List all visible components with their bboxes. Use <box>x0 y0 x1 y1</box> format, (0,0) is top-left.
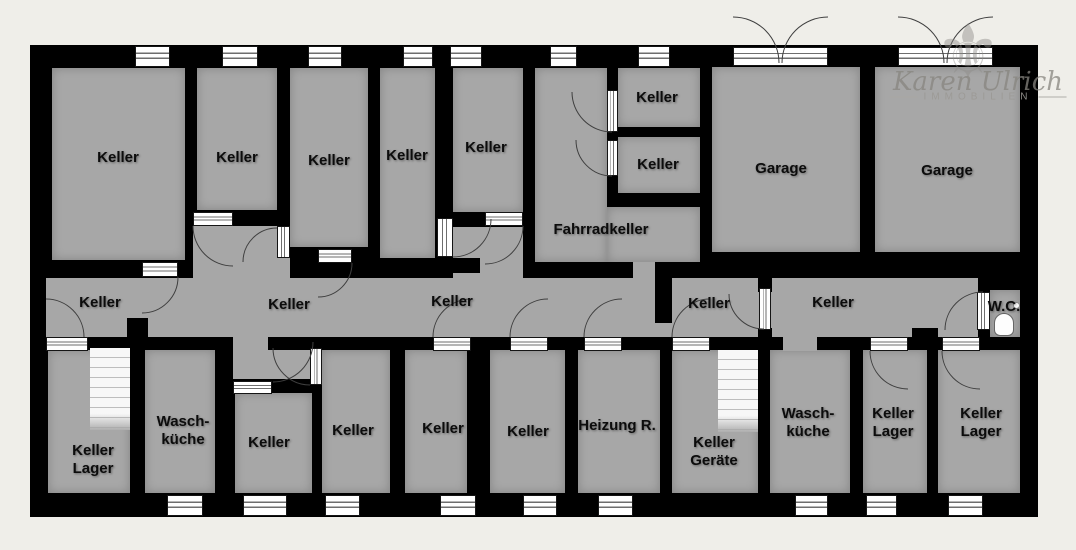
room-label-keller-lager: Keller Lager <box>872 405 914 440</box>
room-keller-top-3 <box>290 68 368 247</box>
room-label-waschkueche: Wasch-küche <box>781 405 835 440</box>
room-label-fahrradkeller: Fahrradkeller <box>553 221 649 238</box>
room-label-keller: Keller <box>248 434 290 451</box>
staircase-west <box>90 348 130 430</box>
window <box>550 46 577 67</box>
wall <box>127 318 148 340</box>
room-label-keller: Keller <box>386 147 428 164</box>
wall <box>758 328 772 337</box>
window <box>135 46 170 67</box>
room-keller-top-5 <box>453 68 523 212</box>
wall <box>453 258 480 273</box>
door <box>510 337 548 351</box>
room-keller-small-1 <box>618 68 700 127</box>
room-label-keller: Keller <box>422 420 464 437</box>
window <box>222 46 258 67</box>
door <box>310 348 322 385</box>
room-label-keller: Keller <box>507 423 549 440</box>
room-label-keller: Keller <box>268 296 310 313</box>
room-keller-bottom-4 <box>490 350 565 493</box>
room-label-wc: W.C. <box>987 298 1021 315</box>
room-label-keller: Keller <box>97 149 139 166</box>
door <box>942 337 980 351</box>
room-keller-top-2 <box>197 68 277 210</box>
door <box>318 249 352 263</box>
room-waschkueche-1 <box>145 350 215 493</box>
room-garage-2 <box>875 67 1020 252</box>
corridor-patch <box>633 262 655 279</box>
watermark-rule-right <box>1038 96 1067 98</box>
door <box>433 337 471 351</box>
room-label-keller-geraete: Keller Geräte <box>690 434 738 469</box>
room-label-keller-lager: Keller Lager <box>72 442 114 477</box>
door <box>672 337 710 351</box>
room-keller-top-4 <box>380 68 435 258</box>
window <box>598 495 633 516</box>
door <box>584 337 622 351</box>
room-label-keller: Keller <box>308 152 350 169</box>
room-label-garage: Garage <box>921 162 973 179</box>
door <box>485 212 523 226</box>
room-keller-bottom-3 <box>405 350 467 493</box>
window <box>948 495 983 516</box>
room-label-garage: Garage <box>755 160 807 177</box>
room-label-keller: Keller <box>79 294 121 311</box>
room-garage-1 <box>712 67 860 252</box>
door <box>193 212 233 226</box>
staircase-east <box>718 350 758 432</box>
room-label-keller: Keller <box>688 295 730 312</box>
door <box>277 226 290 258</box>
room-keller-small-2 <box>618 137 700 193</box>
room-keller-bottom-2 <box>322 350 390 493</box>
window <box>308 46 342 67</box>
window <box>523 495 557 516</box>
room-waschkueche-2 <box>770 350 850 493</box>
room-label-heizung: Heizung R. <box>578 417 656 434</box>
toilet-icon <box>994 313 1014 336</box>
garage-door <box>898 47 993 66</box>
wall <box>268 337 312 350</box>
window <box>440 495 476 516</box>
door <box>870 337 908 351</box>
sink-icon <box>1013 302 1020 309</box>
window <box>866 495 897 516</box>
room-label-keller: Keller <box>216 149 258 166</box>
corridor-patch <box>783 337 817 351</box>
door <box>437 218 453 257</box>
room-label-keller: Keller <box>637 156 679 173</box>
corridor-patch <box>193 226 277 280</box>
door <box>233 381 272 394</box>
door <box>759 288 771 330</box>
door <box>46 337 88 351</box>
window <box>325 495 360 516</box>
room-heizung <box>578 350 660 493</box>
room-label-keller: Keller <box>812 294 854 311</box>
window <box>167 495 203 516</box>
room-label-keller: Keller <box>465 139 507 156</box>
room-fahrradkeller-b <box>607 207 700 262</box>
door <box>607 90 618 132</box>
window <box>638 46 670 67</box>
room-keller-top-1 <box>52 68 185 260</box>
room-label-keller: Keller <box>636 89 678 106</box>
window <box>403 46 433 67</box>
room-label-keller-lager: Keller Lager <box>960 405 1002 440</box>
door <box>607 140 618 176</box>
corridor-patch <box>277 258 290 280</box>
room-label-keller: Keller <box>431 293 473 310</box>
window <box>450 46 482 67</box>
room-label-waschkueche: Wasch-küche <box>156 413 210 448</box>
window <box>243 495 287 516</box>
room-keller-bottom-1 <box>235 393 312 493</box>
wall <box>655 278 672 323</box>
room-label-keller: Keller <box>332 422 374 439</box>
window <box>795 495 828 516</box>
wall <box>912 328 938 337</box>
door <box>142 262 178 277</box>
garage-door <box>733 47 828 66</box>
